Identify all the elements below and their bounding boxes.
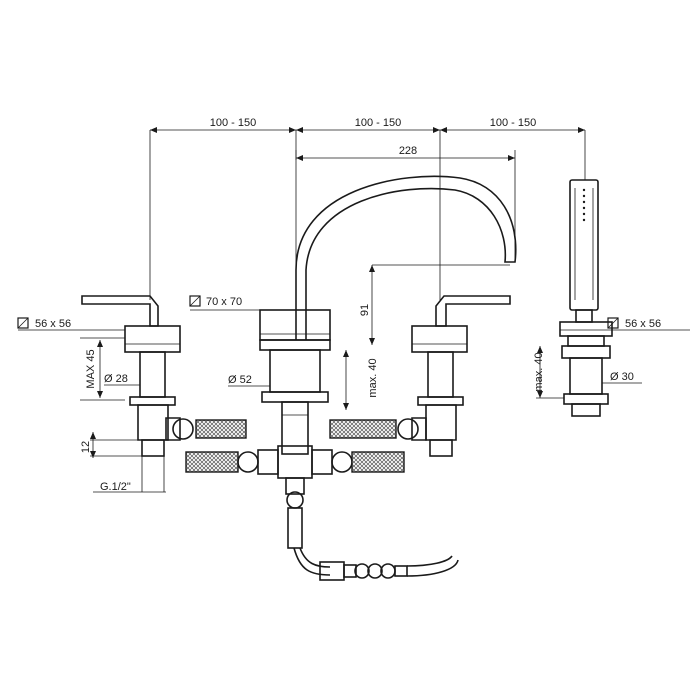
mixing-connector bbox=[185, 445, 405, 549]
dimension-spacing-row: 100 - 150 100 - 150 100 - 150 bbox=[149, 117, 586, 300]
spout-height-label: 91 bbox=[359, 304, 371, 316]
spout bbox=[259, 175, 517, 455]
shower-max40-annotation: max. 40 bbox=[533, 346, 564, 399]
max40-spout-label: max. 40 bbox=[367, 358, 379, 397]
spacing-left-label: 100 - 150 bbox=[210, 117, 256, 129]
dia52-label: Ø 52 bbox=[228, 374, 252, 386]
spacing-right-label: 100 - 150 bbox=[490, 117, 536, 129]
dia28-label: Ø 28 bbox=[104, 373, 128, 385]
left-max45-annotation: MAX 45 Ø 28 bbox=[85, 340, 140, 398]
max40-shower-label: max. 40 bbox=[533, 352, 545, 391]
thread-label: G.1/2" bbox=[100, 481, 131, 493]
hand-shower bbox=[559, 179, 613, 417]
spacing-mid-label: 100 - 150 bbox=[355, 117, 401, 129]
left-base-annotation: 56 x 56 bbox=[17, 317, 125, 331]
dimension-spout-height: 91 bbox=[359, 264, 510, 345]
spout-reach-label: 228 bbox=[399, 145, 417, 157]
base-spout-label: 70 x 70 bbox=[206, 296, 242, 308]
spout-max40-annotation: max. 40 bbox=[343, 350, 379, 410]
max45-label: MAX 45 bbox=[85, 349, 97, 388]
dim12-label: 12 bbox=[80, 441, 92, 453]
dimension-spout-reach: 228 bbox=[295, 145, 516, 300]
base-shower-label: 56 x 56 bbox=[625, 318, 661, 330]
spout-base-annotation: 70 x 70 Ø 52 bbox=[189, 295, 270, 387]
left-valve bbox=[80, 295, 247, 457]
shower-base-annotation: 56 x 56 Ø 30 bbox=[602, 317, 690, 384]
dia30-label: Ø 30 bbox=[610, 371, 634, 383]
base-left-label: 56 x 56 bbox=[35, 318, 71, 330]
left-thread-annotation: 12 G.1/2" bbox=[80, 432, 166, 493]
shower-hose bbox=[293, 547, 459, 581]
right-valve bbox=[329, 295, 511, 457]
